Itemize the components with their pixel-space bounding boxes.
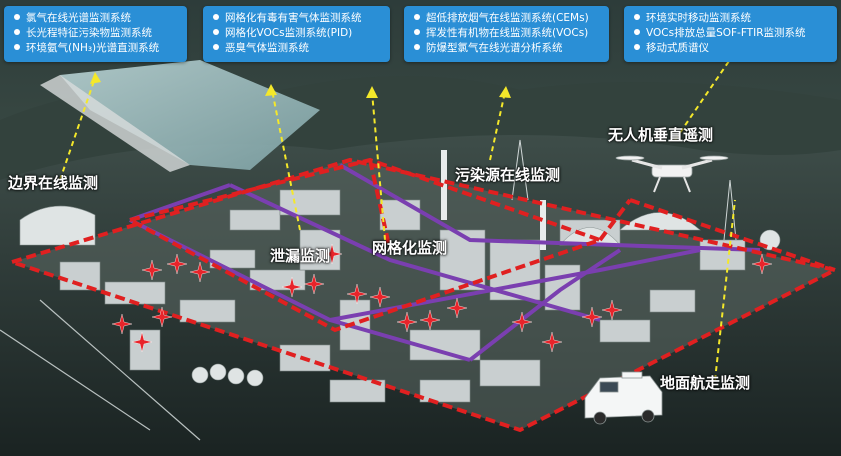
bullet-icon xyxy=(634,44,640,50)
boundary-line xyxy=(5,157,841,433)
leak-markers xyxy=(111,243,773,353)
bullet-icon xyxy=(213,14,219,20)
bullet-icon xyxy=(634,29,640,35)
bullet-icon xyxy=(14,29,20,35)
bullet-icon xyxy=(414,14,420,20)
label-drone-monitoring: 无人机垂直遥测 xyxy=(608,126,714,144)
bullet-icon xyxy=(213,44,219,50)
panel-mobile-systems: 环境实时移动监测系统 VOCs排放总量SOF-FTIR监测系统 移动式质谱仪 xyxy=(624,6,837,62)
panel-boundary-systems: 氯气在线光谱监测系统 长光程特征污染物监测系统 环境氨气(NH₃)光谱直测系统 xyxy=(4,6,187,62)
label-grid-monitoring: 网格化监测 xyxy=(372,239,448,257)
panel-grid-systems: 网格化有毒有害气体监测系统 网格化VOCs监测系统(PID) 恶臭气体监测系统 xyxy=(203,6,390,62)
monitoring-van-icon xyxy=(584,371,663,425)
label-boundary-monitoring: 边界在线监测 xyxy=(8,174,99,192)
label-leak-monitoring: 泄漏监测 xyxy=(270,247,331,265)
bullet-icon xyxy=(213,29,219,35)
bullet-icon xyxy=(414,44,420,50)
bullet-icon xyxy=(634,14,640,20)
panel-source-systems: 超低排放烟气在线监测系统(CEMs) 挥发性有机物在线监测系统(VOCs) 防爆… xyxy=(404,6,609,62)
bullet-icon xyxy=(14,14,20,20)
label-ground-monitoring: 地面航走监测 xyxy=(660,374,751,392)
arrows xyxy=(59,44,741,381)
bullet-icon xyxy=(414,29,420,35)
bullet-icon xyxy=(14,44,20,50)
label-source-monitoring: 污染源在线监测 xyxy=(455,166,561,184)
grid-lines xyxy=(129,163,761,362)
drone-icon xyxy=(615,155,729,193)
